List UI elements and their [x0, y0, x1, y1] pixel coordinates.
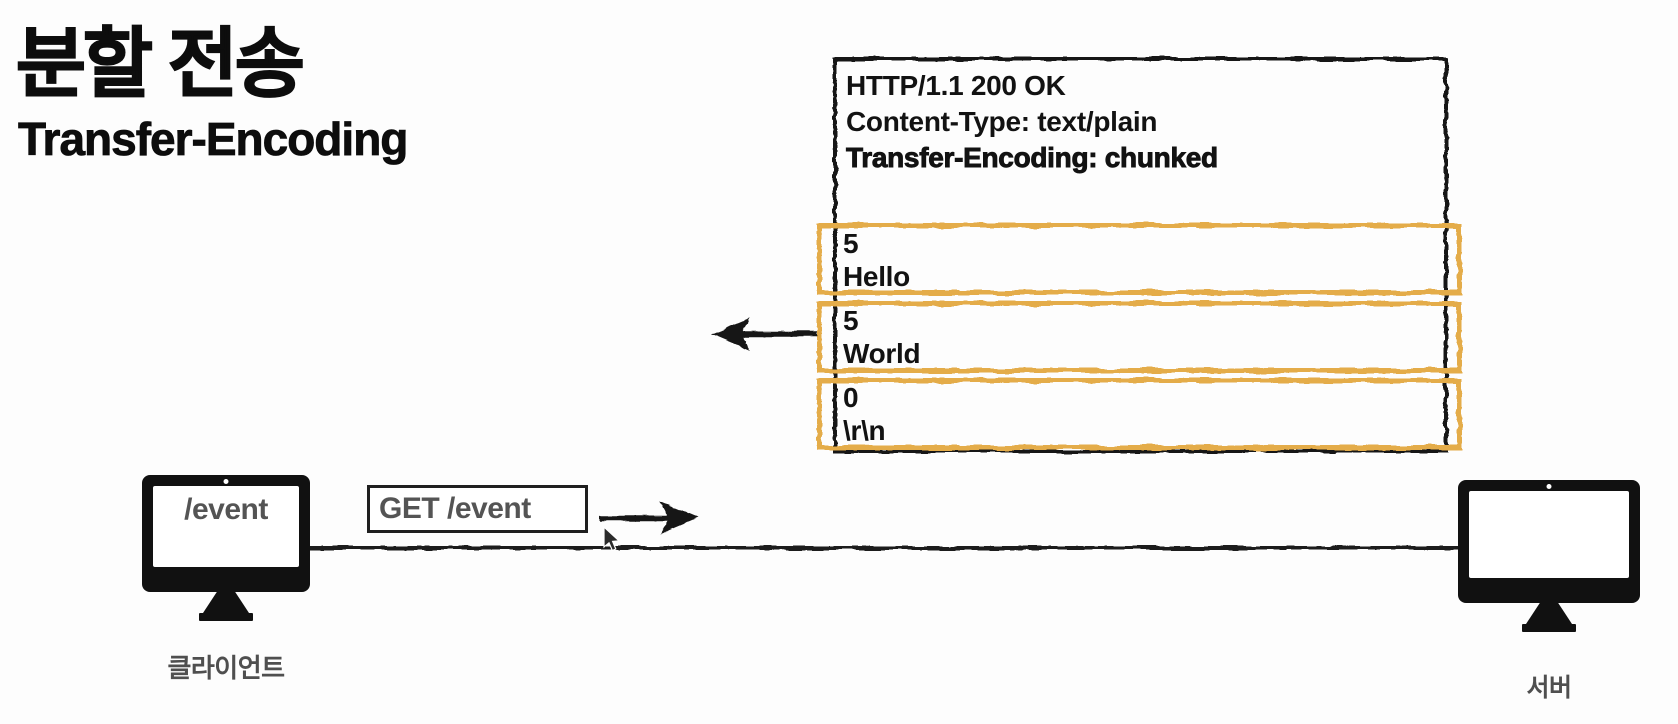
camera-dot-icon [223, 479, 229, 484]
response-transfer-encoding-line: Transfer-Encoding: chunked [846, 142, 1219, 174]
chunk-1-text: 5 Hello [843, 227, 1403, 293]
server-monitor-screen [1469, 491, 1629, 578]
chunk-box-3 [817, 378, 1462, 450]
monitor-stand-base [199, 613, 253, 621]
chunk-box-2 [817, 301, 1462, 373]
page-subtitle: Transfer-Encoding [18, 113, 409, 166]
chunk-1-size: 5 [843, 228, 859, 259]
client-monitor-frame: /event [142, 475, 310, 592]
camera-dot-icon [1546, 484, 1552, 489]
client-screen-text: /event [184, 493, 268, 526]
chunk-1-data: Hello [843, 261, 910, 292]
chunk-2-text: 5 World [843, 304, 1403, 370]
response-headers: HTTP/1.1 200 OK Content-Type: text/plain… [846, 68, 1431, 176]
client-monitor-icon: /event [142, 475, 310, 621]
chunk-3-size: 0 [843, 382, 859, 413]
chunk-2-size: 5 [843, 305, 859, 336]
chunk-2-data: World [843, 338, 921, 369]
mouse-cursor-icon [603, 525, 621, 552]
client-monitor-screen: /event [153, 486, 299, 567]
monitor-stand-base [1522, 624, 1576, 632]
page-title: 분할 전송 [15, 21, 305, 108]
response-status-line: HTTP/1.1 200 OK [846, 70, 1066, 101]
request-label: GET /event [379, 492, 531, 525]
server-monitor-frame [1458, 480, 1640, 603]
chunk-3-data: \r\n [843, 415, 886, 446]
server-label: 서버 [1526, 674, 1572, 702]
client-label: 클라이언트 [167, 653, 285, 683]
monitor-stand-neck [1526, 603, 1572, 624]
server-monitor-icon [1458, 480, 1640, 632]
chunk-3-text: 0 \r\n [843, 381, 1403, 447]
response-box-border [833, 57, 1448, 453]
left-arrow-icon [712, 318, 817, 350]
response-content-type-line: Content-Type: text/plain [846, 106, 1158, 137]
client-server-line [302, 546, 1460, 550]
right-arrow-icon [600, 502, 698, 534]
request-box: GET /event [367, 485, 588, 533]
chunk-box-1 [817, 223, 1462, 295]
monitor-stand-neck [203, 592, 249, 613]
